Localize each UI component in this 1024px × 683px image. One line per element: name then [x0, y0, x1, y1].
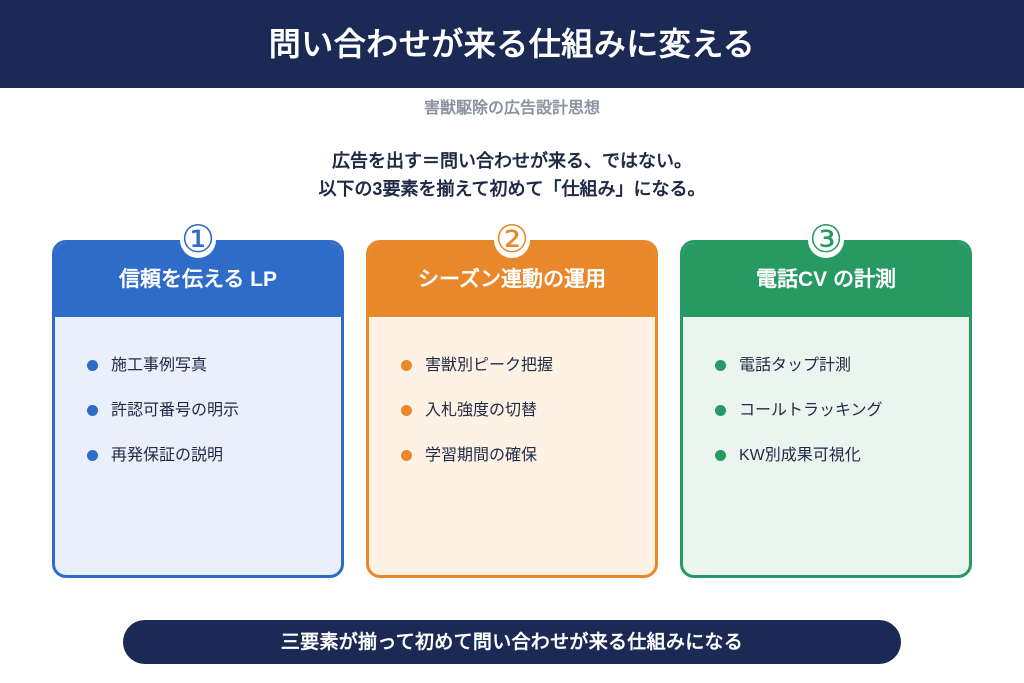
card-body: 施工事例写真 許認可番号の明示 再発保証の説明 — [55, 317, 341, 575]
card-inner: 電話CV の計測 電話タップ計測 コールトラッキング KW別成果可視化 — [680, 240, 972, 578]
bullet-dot-icon — [715, 405, 726, 416]
list-item: 施工事例写真 — [75, 343, 321, 388]
list-item-label: 入札強度の切替 — [425, 401, 538, 419]
footer-banner: 三要素が揃って初めて問い合わせが来る仕組みになる — [123, 620, 901, 664]
footer-label: 三要素が揃って初めて問い合わせが来る仕組みになる — [280, 631, 744, 653]
card-body: 害獣別ピーク把握 入札強度の切替 学習期間の確保 — [369, 317, 655, 575]
card-number-label: ③ — [808, 218, 844, 261]
bullet-dot-icon — [87, 360, 98, 371]
bullet-dot-icon — [87, 405, 98, 416]
list-item: 再発保証の説明 — [75, 433, 321, 478]
page-title: 問い合わせが来る仕組みに変える — [268, 26, 756, 62]
intro-line-2: 以下の3要素を揃えて初めて「仕組み」になる。 — [318, 178, 706, 199]
list-item-label: 許認可番号の明示 — [111, 401, 240, 419]
list-item-label: 再発保証の説明 — [111, 446, 224, 464]
bullet-dot-icon — [715, 360, 726, 371]
list-item: 学習期間の確保 — [389, 433, 635, 478]
list-item: コールトラッキング — [703, 388, 949, 433]
bullet-dot-icon — [401, 450, 412, 461]
intro-line-1: 広告を出す＝問い合わせが来る、ではない。 — [332, 151, 692, 171]
card-body: 電話タップ計測 コールトラッキング KW別成果可視化 — [683, 317, 969, 575]
list-item-label: 学習期間の確保 — [425, 446, 538, 464]
card-header-title: 電話CV の計測 — [683, 243, 969, 317]
list-item-label: KW別成果可視化 — [739, 446, 861, 464]
card-inner: 信頼を伝える LP 施工事例写真 許認可番号の明示 再発保証の説明 — [52, 240, 344, 578]
card-trust-lp: 信頼を伝える LP 施工事例写真 許認可番号の明示 再発保証の説明 ① — [52, 221, 344, 578]
list-item: 入札強度の切替 — [389, 388, 635, 433]
card-season-ops: シーズン連動の運用 害獣別ピーク把握 入札強度の切替 学習期間の確保 ② — [366, 221, 658, 578]
list-item: 害獣別ピーク把握 — [389, 343, 635, 388]
list-item: KW別成果可視化 — [703, 433, 949, 478]
list-item-label: コールトラッキング — [739, 401, 883, 419]
intro-text: 広告を出す＝問い合わせが来る、ではない。 以下の3要素を揃えて初めて「仕組み」に… — [0, 148, 1024, 204]
card-call-tracking: 電話CV の計測 電話タップ計測 コールトラッキング KW別成果可視化 ③ — [680, 221, 972, 578]
cards-row: 信頼を伝える LP 施工事例写真 許認可番号の明示 再発保証の説明 ① — [52, 221, 972, 580]
card-number-label: ① — [180, 218, 216, 261]
card-number-badge: ② — [494, 218, 530, 261]
bullet-dot-icon — [87, 450, 98, 461]
bullet-dot-icon — [401, 360, 412, 371]
header-banner: 問い合わせが来る仕組みに変える — [0, 0, 1024, 88]
list-item-label: 害獣別ピーク把握 — [425, 356, 554, 374]
bullet-dot-icon — [715, 450, 726, 461]
card-number-badge: ① — [180, 218, 216, 261]
list-item-label: 施工事例写真 — [111, 356, 208, 374]
bullet-dot-icon — [401, 405, 412, 416]
card-inner: シーズン連動の運用 害獣別ピーク把握 入札強度の切替 学習期間の確保 — [366, 240, 658, 578]
list-item-label: 電話タップ計測 — [739, 356, 852, 374]
subtitle: 害獣駆除の広告設計思想 — [423, 100, 600, 117]
list-item: 電話タップ計測 — [703, 343, 949, 388]
card-number-label: ② — [494, 218, 530, 261]
list-item: 許認可番号の明示 — [75, 388, 321, 433]
card-number-badge: ③ — [808, 218, 844, 261]
